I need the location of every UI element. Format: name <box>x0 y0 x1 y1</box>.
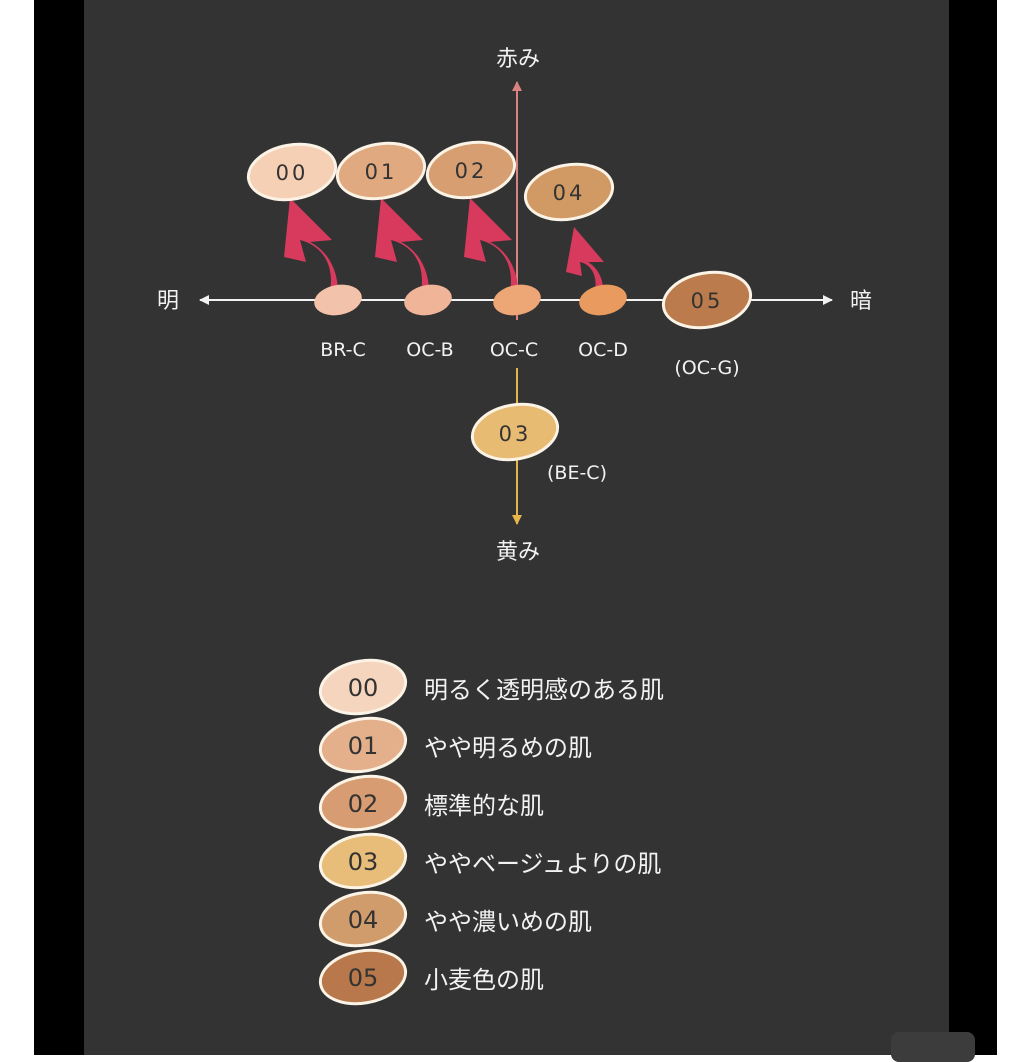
axis-label-right: 暗 <box>850 289 872 314</box>
legend-swatch-02: 02 <box>318 774 408 832</box>
legend-text-00: 明るく透明感のある肌 <box>424 676 664 704</box>
base-label-br-c: BR-C <box>320 339 366 361</box>
legend-item-04: 04 やや濃いめの肌 <box>316 888 736 948</box>
svg-text:03: 03 <box>348 848 379 876</box>
legend-item-03: 03 ややベージュよりの肌 <box>316 830 736 890</box>
axis-label-top: 赤み <box>496 47 540 72</box>
shift-arrow-br-c <box>284 198 338 292</box>
shift-arrow-oc-b <box>375 198 429 292</box>
svg-text:04: 04 <box>553 181 586 205</box>
legend-item-00: 00 明るく透明感のある肌 <box>316 656 736 716</box>
base-label-oc-c: OC-C <box>490 339 538 361</box>
axis-label-bottom: 黄み <box>496 540 540 565</box>
svg-text:02: 02 <box>348 790 379 818</box>
shade-00: 00 <box>246 142 338 202</box>
base-shade-oc-d <box>579 284 627 316</box>
legend-swatch-01: 01 <box>318 716 408 774</box>
svg-text:02: 02 <box>455 159 488 183</box>
svg-text:05: 05 <box>348 964 379 992</box>
svg-text:05: 05 <box>691 289 724 313</box>
legend-swatch-05: 05 <box>318 948 408 1006</box>
legend-item-02: 02 標準的な肌 <box>316 772 736 832</box>
svg-text:01: 01 <box>348 732 379 760</box>
legend-text-02: 標準的な肌 <box>424 792 544 820</box>
shade-01: 01 <box>335 141 427 201</box>
svg-text:01: 01 <box>365 160 398 184</box>
shade-04: 04 <box>523 162 615 222</box>
shift-arrow-oc-c <box>464 198 518 292</box>
base-shade-oc-b <box>404 284 452 316</box>
legend-swatch-00: 00 <box>318 658 408 716</box>
legend-item-01: 01 やや明るめの肌 <box>316 714 736 774</box>
shift-arrow-oc-d <box>566 227 604 292</box>
legend-text-01: やや明るめの肌 <box>424 734 592 762</box>
legend-item-05: 05 小麦色の肌 <box>316 946 736 1006</box>
base-shade-br-c <box>314 284 362 316</box>
shade-05: 05 <box>661 270 753 330</box>
base-shade-oc-c <box>493 284 541 316</box>
axis-label-left: 明 <box>157 289 179 314</box>
base-label-oc-b: OC-B <box>406 339 453 361</box>
shade-05-note: (OC-G) <box>674 357 739 379</box>
shade-03-note: (BE-C) <box>547 462 607 484</box>
svg-text:00: 00 <box>276 161 309 185</box>
shade-03: 03 <box>470 402 560 462</box>
legend-text-05: 小麦色の肌 <box>424 966 544 994</box>
legend-swatch-03: 03 <box>318 832 408 890</box>
svg-text:04: 04 <box>348 906 379 934</box>
legend-swatch-04: 04 <box>318 890 408 948</box>
svg-text:00: 00 <box>348 674 379 702</box>
svg-text:03: 03 <box>499 422 532 446</box>
base-label-oc-d: OC-D <box>578 339 628 361</box>
legend-text-04: やや濃いめの肌 <box>424 908 592 936</box>
legend-text-03: ややベージュよりの肌 <box>424 850 662 878</box>
shade-02: 02 <box>425 140 517 200</box>
